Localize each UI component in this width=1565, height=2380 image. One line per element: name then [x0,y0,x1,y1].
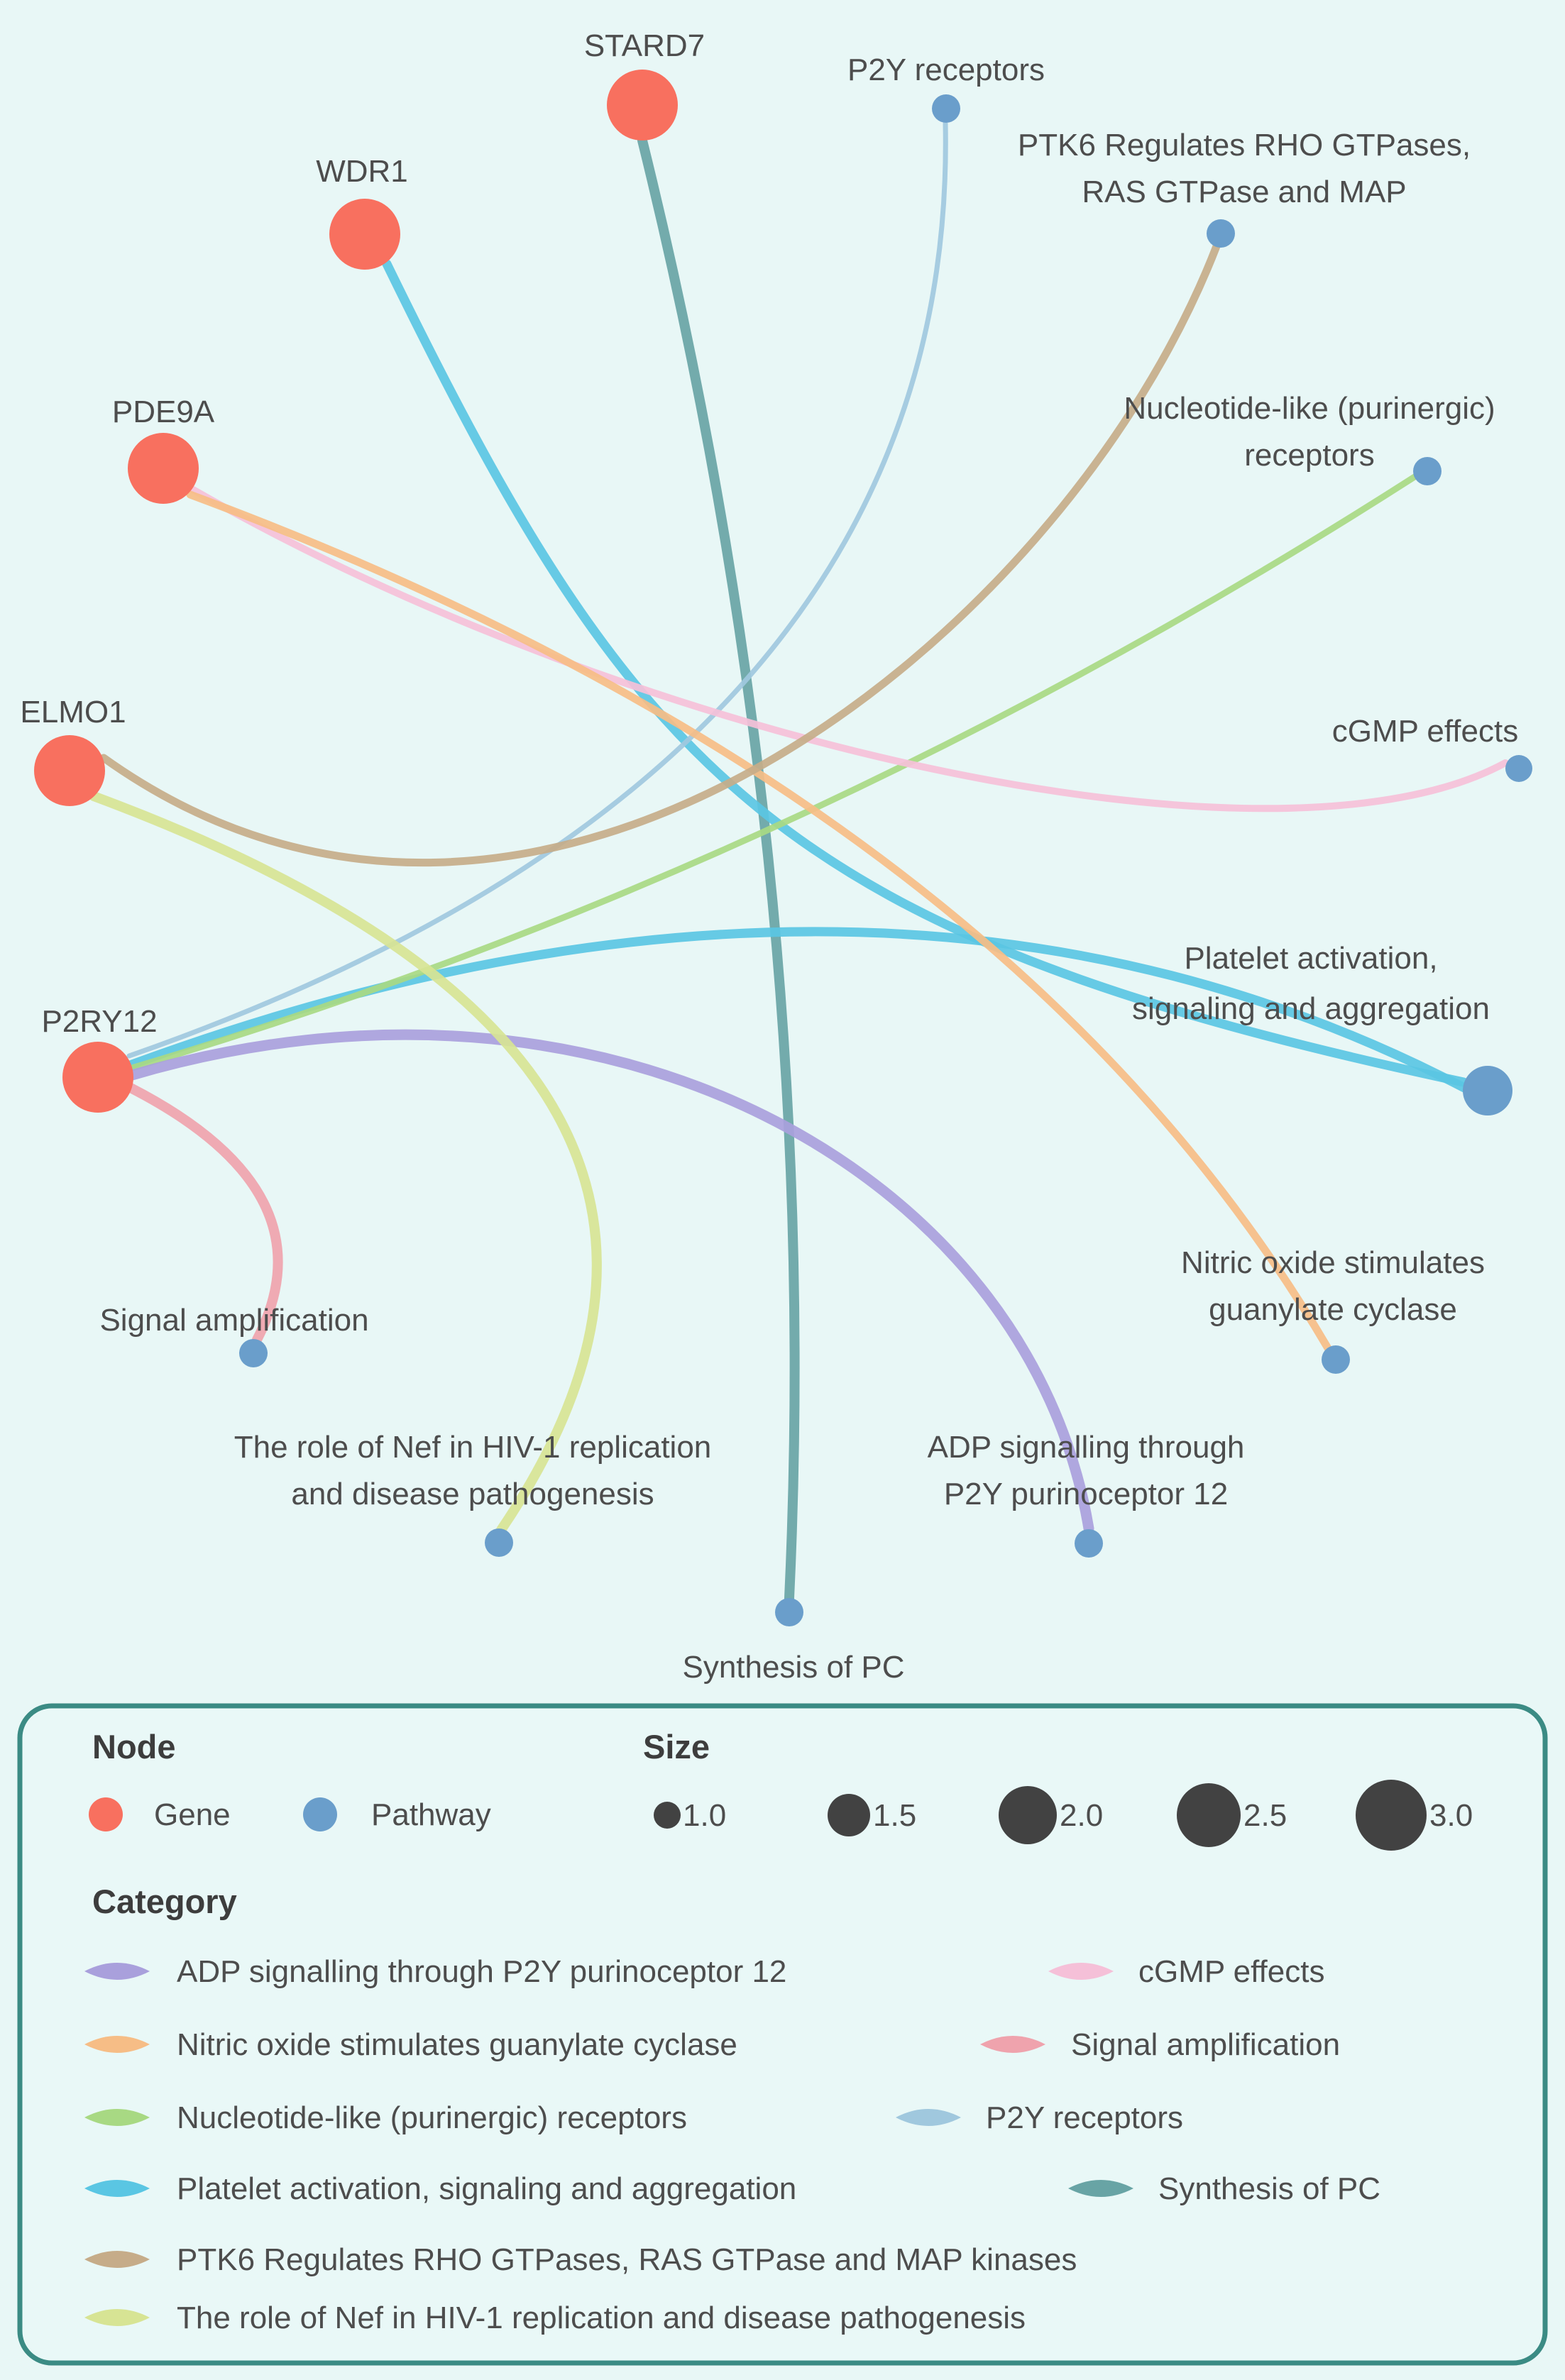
legend-category-label-cgmp-effects: cGMP effects [1138,1954,1324,1989]
node-label-nucleotide-like-purinergic-receptors: Nucleotide-like (purinergic)receptors [1124,391,1495,473]
legend-category-header: Category [92,1883,237,1920]
node-label-cgmp-effects: cGMP effects [1332,714,1518,749]
edge-p2ry12-to-nucleotide-like-purinergic-receptors [128,473,1418,1071]
node-label-p2ry12: P2RY12 [41,1004,157,1039]
legend-category-swatch-adp-signalling-through-p2y-purinoceptor- [84,1963,150,1980]
gene-node-p2ry12[interactable] [62,1042,133,1113]
legend-category-label-ptk6-regulates-rho-gtpases-ras-gtpase-an: PTK6 Regulates RHO GTPases, RAS GTPase a… [177,2242,1077,2277]
edge-pde9a-to-cgmp-effects [190,486,1509,812]
legend-size-value-3.0: 3.0 [1429,1798,1473,1833]
gene-node-wdr1[interactable] [329,199,400,270]
legend-size-value-2.0: 2.0 [1060,1798,1103,1833]
gene-node-stard7[interactable] [607,70,678,141]
legend-category-swatch-nucleotide-like-purinergic-receptors [84,2109,150,2126]
gene-node-elmo1[interactable] [34,735,105,806]
legend-size-dot-1.5 [828,1794,870,1836]
pathway-node-adp-signalling-through-p2y-purinoceptor-[interactable] [1075,1529,1103,1558]
node-label-signal-amplification: Signal amplification [99,1303,368,1338]
node-label-platelet-activation-signaling-and-aggreg: Platelet activation,signaling and aggreg… [1132,941,1490,1026]
node-label-p2y-receptors: P2Y receptors [847,53,1045,87]
legend-category-swatch-signal-amplification [980,2036,1045,2053]
pathway-node-ptk6-regulates-rho-gtpases-ras-gtpase-an[interactable] [1207,219,1235,248]
legend-category-swatch-the-role-of-nef-in-hiv-1-replication-and [84,2309,150,2326]
node-label-synthesis-of-pc: Synthesis of PC [682,1650,904,1685]
edges-layer [89,121,1509,1603]
pathway-node-the-role-of-nef-in-hiv-1-replication-and[interactable] [485,1528,513,1557]
legend-category-label-nucleotide-like-purinergic-receptors: Nucleotide-like (purinergic) receptors [177,2100,687,2135]
legend-category-label-signal-amplification: Signal amplification [1071,2027,1340,2062]
legend-size-dot-2.0 [999,1786,1057,1844]
legend-size-value-1.5: 1.5 [873,1798,916,1833]
legend-node-header: Node [92,1728,176,1765]
legend-size-value-2.5: 2.5 [1243,1798,1287,1833]
legend-category-swatch-platelet-activation-signaling-and-aggreg [84,2180,150,2197]
pathway-node-platelet-activation-signaling-and-aggreg[interactable] [1463,1066,1512,1115]
node-label-wdr1: WDR1 [316,154,408,189]
legend-category-label-p2y-receptors: P2Y receptors [986,2100,1183,2135]
pathway-node-p2y-receptors[interactable] [932,94,960,123]
pathway-node-cgmp-effects[interactable] [1505,755,1532,782]
pathway-node-synthesis-of-pc[interactable] [775,1598,803,1626]
node-label-stard7: STARD7 [584,28,705,63]
edge-p2ry12-to-p2y-receptors [126,121,948,1059]
legend-size-dot-2.5 [1177,1783,1241,1847]
legend-category-swatch-ptk6-regulates-rho-gtpases-ras-gtpase-an [84,2251,150,2268]
edge-pde9a-to-nitric-oxide-stimulates-guanylate-cyclas [186,490,1332,1352]
legend-category-label-adp-signalling-through-p2y-purinoceptor-: ADP signalling through P2Y purinoceptor … [177,1954,786,1989]
legend-category-swatch-p2y-receptors [896,2109,961,2126]
legend-category-swatch-nitric-oxide-stimulates-guanylate-cyclas [84,2036,150,2053]
edge-elmo1-to-ptk6-regulates-rho-gtpases-ras-gtpase-an [99,242,1221,866]
node-label-elmo1: ELMO1 [20,695,126,729]
legend-size-dot-3.0 [1356,1780,1427,1851]
legend-category-swatch-cgmp-effects [1048,1963,1114,1980]
legend-size-dot-1.0 [654,1802,681,1829]
legend-category-label-nitric-oxide-stimulates-guanylate-cyclas: Nitric oxide stimulates guanylate cyclas… [177,2027,737,2062]
legend-category-label-synthesis-of-pc: Synthesis of PC [1158,2171,1380,2206]
pathway-node-signal-amplification[interactable] [239,1339,268,1367]
legend-pathway-swatch [303,1797,337,1831]
edge-p2ry12-to-signal-amplification [126,1083,283,1345]
edge-elmo1-to-the-role-of-nef-in-hiv-1-replication-and [89,791,602,1535]
legend-category-swatch-synthesis-of-pc [1068,2180,1133,2197]
legend-category-label-the-role-of-nef-in-hiv-1-replication-and: The role of Nef in HIV-1 replication and… [177,2301,1026,2335]
legend-pathway-label: Pathway [371,1797,491,1832]
gene-node-pde9a[interactable] [128,433,199,504]
node-label-pde9a: PDE9A [112,395,215,429]
legend-gene-label: Gene [154,1797,231,1832]
legend-gene-swatch [89,1797,123,1831]
edge-wdr1-to-platelet-activation-signaling-and-aggreg [382,259,1468,1087]
legend-category-label-platelet-activation-signaling-and-aggreg: Platelet activation, signaling and aggre… [177,2171,796,2206]
edge-stard7-to-synthesis-of-pc [637,136,800,1603]
edge-p2ry12-to-adp-signalling-through-p2y-purinoceptor- [126,1029,1094,1534]
pathway-node-nitric-oxide-stimulates-guanylate-cyclas[interactable] [1322,1345,1350,1374]
legend-panel-border [17,1703,1548,2366]
legend-size-value-1.0: 1.0 [683,1798,726,1833]
pathway-node-nucleotide-like-purinergic-receptors[interactable] [1413,457,1442,485]
nodes-layer [34,70,1532,1626]
node-label-ptk6-regulates-rho-gtpases-ras-gtpase-an: PTK6 Regulates RHO GTPases,RAS GTPase an… [1018,128,1471,209]
legend-size-header: Size [643,1728,710,1765]
